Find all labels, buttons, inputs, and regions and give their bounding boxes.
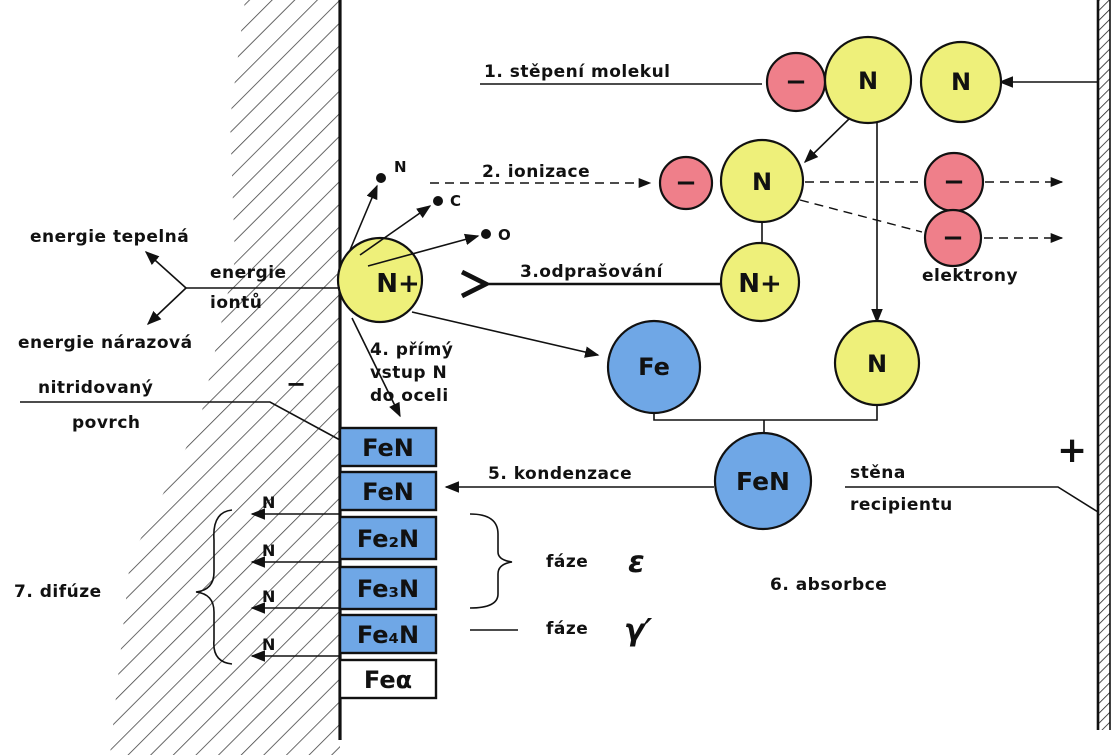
ion-N-plus	[719, 241, 801, 323]
nitride-layers: FeN FeN Fe₂N Fe₃N Fe₄N Feα	[338, 426, 438, 700]
sputter-label-C: C	[450, 192, 461, 210]
combine-bracket	[653, 405, 878, 421]
sputter-arrow-N	[349, 184, 378, 251]
layer-box-3	[338, 565, 438, 611]
layer-box-4	[338, 613, 438, 655]
step7-label: 7. difúze	[14, 582, 102, 602]
tepelna-arrow	[144, 251, 187, 289]
electron-3-sign: −	[943, 167, 965, 197]
atom-N-2	[919, 40, 1003, 124]
molecule-FeN	[713, 431, 813, 531]
sputter-fe-arrow	[411, 311, 600, 358]
stena-pointer	[845, 486, 1099, 513]
faze-g-symbol: γ′	[624, 613, 652, 648]
diffusion-label-0: N	[262, 493, 275, 512]
atom-N-1-label: N	[858, 67, 878, 95]
sputter-arrow-O	[367, 233, 480, 267]
energie-iontu-line2: iontů	[210, 291, 262, 313]
step4-arrow	[351, 317, 401, 418]
sputter-label-N: N	[394, 158, 407, 176]
recipient-wall	[1096, 0, 1111, 730]
sputter-dot-O	[481, 229, 491, 239]
step3-label: 3.odprašování	[520, 262, 664, 282]
step6-label: 6. absorbce	[770, 575, 887, 595]
cathode-minus-sign: −	[286, 370, 306, 398]
diffusion-arrows: N N N N	[250, 493, 340, 662]
atom-N-3-label: N	[752, 168, 772, 196]
layer-box-0	[338, 426, 438, 468]
layer-box-1	[338, 470, 438, 512]
layer-label-5: Feα	[364, 666, 412, 694]
layer-label-1: FeN	[362, 478, 414, 506]
electron-2	[658, 155, 714, 211]
faze-e-symbol: ε	[628, 545, 645, 580]
step4-line2: vstup N	[370, 363, 447, 383]
sputter-dot-C	[433, 196, 443, 206]
atom-N-2-label: N	[951, 68, 971, 96]
nitridovany-line2: povrch	[72, 413, 141, 433]
atom-Fe-label: Fe	[638, 353, 670, 381]
layer-label-3: Fe₃N	[357, 575, 419, 603]
layer-box-5	[338, 658, 438, 700]
electron-4	[923, 208, 983, 268]
ion-N-plus-impact	[336, 236, 424, 324]
faze-g-label: fáze	[546, 619, 588, 639]
diffusion-label-3: N	[262, 635, 275, 654]
electron-2-sign: −	[675, 168, 697, 198]
step1-label: 1. stěpení molekul	[484, 62, 671, 82]
layer-label-4: Fe₄N	[357, 621, 419, 649]
nitridovany-line1: nitridovaný	[38, 378, 153, 398]
stena-line1: stěna	[850, 463, 906, 483]
sputter-label-O: O	[498, 226, 511, 244]
sputter-arrow-C	[359, 205, 432, 256]
narazova-arrow	[146, 287, 187, 325]
electron-4-sign: −	[942, 223, 964, 253]
energie-iontu-line1: energie	[210, 263, 287, 283]
molecule-FeN-label: FeN	[736, 467, 790, 496]
step4-line3: do oceli	[370, 386, 449, 406]
atom-N-4-label: N	[867, 350, 887, 378]
energie-narazova-label: energie nárazová	[18, 333, 193, 353]
ion-N-plus-label: N+	[738, 269, 782, 299]
electron-1-sign: −	[785, 67, 807, 97]
elektrony-label: elektrony	[922, 266, 1018, 286]
layer-label-0: FeN	[362, 434, 414, 462]
step5-label: 5. kondenzace	[488, 464, 632, 484]
diffusion-label-1: N	[262, 541, 275, 560]
difuze-brace	[195, 509, 233, 665]
layer-label-2: Fe₂N	[357, 525, 419, 553]
faze-e-label: fáze	[546, 552, 588, 572]
diffusion-label-2: N	[262, 587, 275, 606]
energie-tepelna-label: energie tepelná	[30, 227, 189, 247]
split-arrow-left	[803, 117, 851, 164]
layer-box-2	[338, 515, 438, 561]
anode-plus-sign: +	[1057, 430, 1087, 471]
nitridovany-pointer	[20, 401, 341, 441]
step4-line1: 4. přímý	[370, 340, 453, 360]
sputter-dot-N	[376, 173, 386, 183]
step2-label: 2. ionizace	[482, 162, 590, 182]
stena-line2: recipientu	[850, 495, 953, 515]
atom-N-1	[823, 35, 913, 125]
ion-N-plus-impact-label: N+	[376, 269, 420, 299]
faze-e-brace	[469, 513, 513, 609]
electron-path-3	[799, 199, 923, 233]
